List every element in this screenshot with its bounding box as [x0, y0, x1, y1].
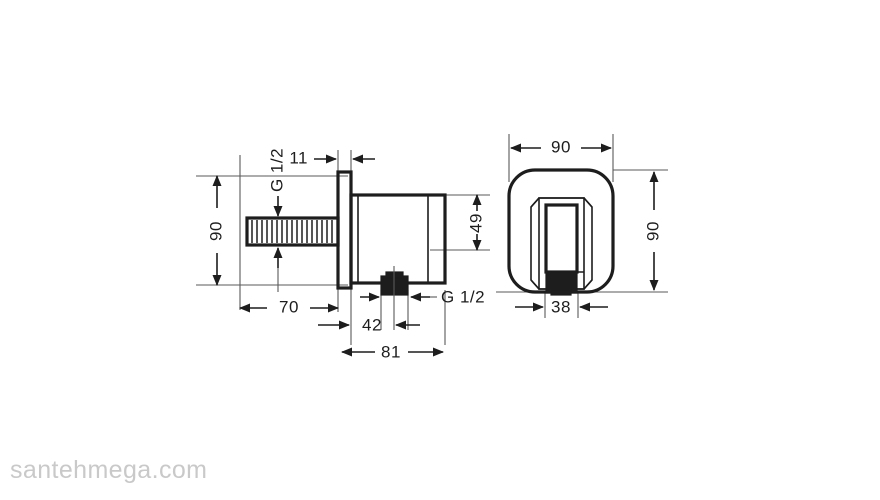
dimension-label-front-width-90: 90: [551, 137, 571, 156]
dimension-label-outlet-width-38: 38: [551, 297, 571, 316]
main-body-block: [349, 193, 447, 285]
dimension-label-outlet-49: 49: [466, 213, 485, 233]
dimension-front-height-90: 90: [643, 171, 662, 291]
side-section-view: 90 G 1/2 11 49: [196, 148, 490, 361]
dimension-depth-42: 42: [318, 315, 420, 334]
dimension-label-depth-70: 70: [279, 297, 299, 316]
callout-thread-top: G 1/2: [267, 148, 286, 292]
dimension-label-flange-11: 11: [289, 148, 308, 167]
dimension-side-height-90: 90: [206, 175, 225, 286]
knurled-handle-body: [245, 216, 340, 247]
knurl-hatching: [251, 220, 333, 243]
dimension-flange-11: 11: [289, 148, 375, 167]
dimension-label-front-height-90: 90: [643, 221, 662, 241]
callout-label-thread-bottom: G 1/2: [441, 287, 485, 306]
wall-flange-plate: [336, 170, 353, 290]
front-view: 90 90 38: [496, 134, 668, 318]
dimension-outlet-49: 49: [466, 194, 485, 251]
dimension-label-depth-81: 81: [381, 342, 401, 361]
dimension-depth-70: 70: [239, 297, 339, 316]
dimension-label-depth-42: 42: [362, 315, 382, 334]
front-outlet-nipple: [545, 271, 578, 296]
dimension-depth-81: 81: [341, 342, 444, 361]
callout-thread-bottom: G 1/2: [360, 287, 485, 306]
dimension-label-side-height-90: 90: [206, 221, 225, 241]
watermark-label: santehmega.com: [10, 456, 207, 484]
dimension-front-width-90: 90: [510, 137, 612, 156]
dimension-outlet-width-38: 38: [515, 297, 608, 316]
callout-label-thread-top: G 1/2: [267, 148, 286, 192]
